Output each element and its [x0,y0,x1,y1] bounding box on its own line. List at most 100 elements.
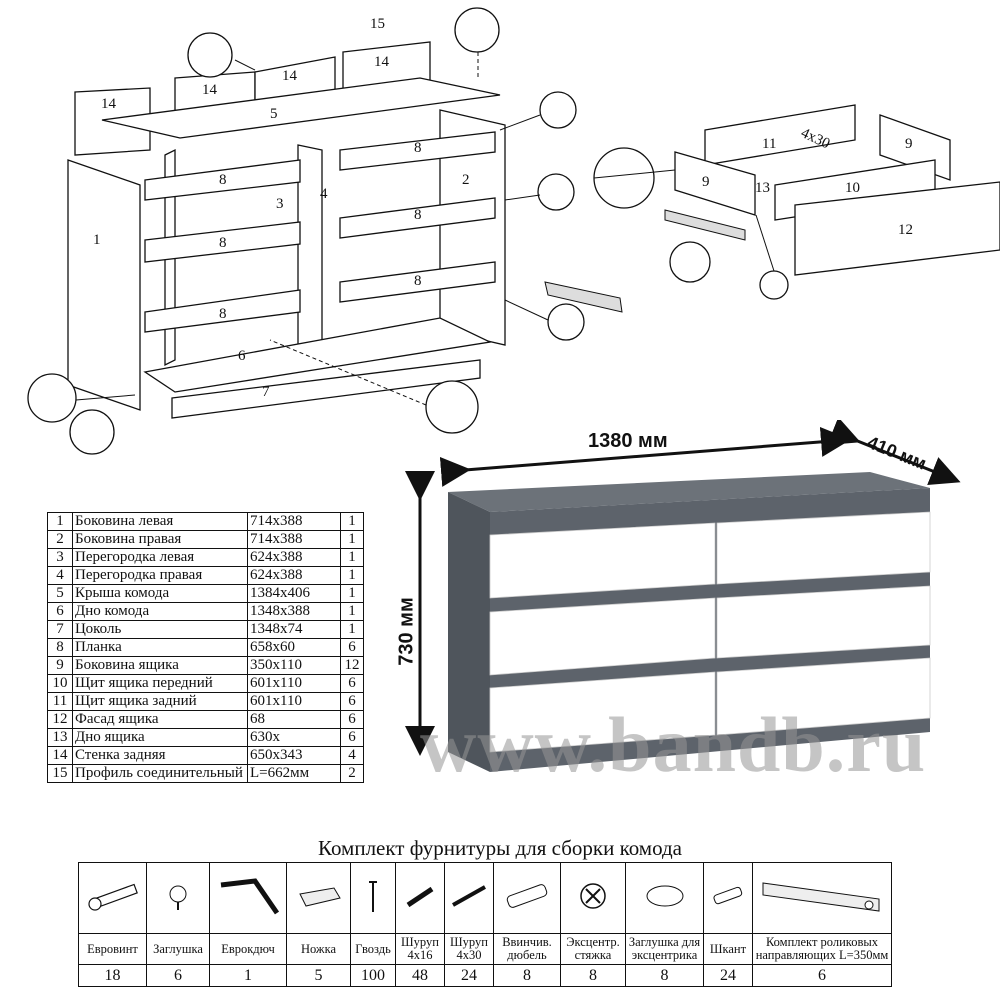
parts-cell-qty: 4 [340,746,364,765]
label-part-14-a: 14 [101,96,117,112]
roller-slide-icon [752,862,892,934]
parts-cell-n: 11 [47,692,73,711]
label-part-14-c: 14 [282,68,298,84]
drawer-front-4 [716,585,931,659]
detail-circle-eurobolt [27,373,77,423]
label-part-13: 13 [755,180,770,196]
label-part-10: 10 [845,180,860,196]
parts-cell-name: Крыша комода [72,584,248,603]
hardware-label: Шуруп 4x30 [444,933,494,965]
label-part-4: 4 [320,186,328,202]
parts-cell-name: Перегородка левая [72,548,248,567]
detail-circle-insert [454,7,500,53]
hardware-label: Заглушка для эксцентрика [625,933,704,965]
hardware-label: Гвоздь [350,933,396,965]
eurobolt-icon [78,862,147,934]
slat-1 [144,159,301,201]
watermark: www.bandb.ru [420,701,927,788]
label-part-3: 3 [276,196,284,212]
parts-cell-size: 1384x406 [247,584,341,603]
hardware-label: Евровинт [78,933,147,965]
top-panel [101,77,501,139]
parts-cell-qty: 1 [340,602,364,621]
parts-cell-qty: 6 [340,638,364,657]
hardware-count: 24 [703,964,753,987]
slat-3 [144,289,301,333]
hardware-label: Заглушка [146,933,210,965]
detail-circle-drawer-nail [669,241,711,283]
plinth-panel [171,359,481,419]
cap-icon [146,862,210,934]
slat-5 [339,197,496,239]
detail-circle-pin [537,173,575,211]
parts-cell-n: 9 [47,656,73,675]
parts-cell-name: Щит ящика задний [72,692,248,711]
hardware-label: Шкант [703,933,753,965]
drawer-back [704,104,856,166]
label-part-2: 2 [462,172,470,188]
hex-key-icon [209,862,287,934]
parts-cell-size: 350x110 [247,656,341,675]
parts-cell-qty: 1 [340,530,364,549]
parts-cell-size: 714x388 [247,512,341,531]
parts-cell-n: 13 [47,728,73,747]
parts-cell-qty: 6 [340,674,364,693]
label-part-14-d: 14 [374,54,390,70]
parts-cell-size: 624x388 [247,566,341,585]
parts-cell-name: Щит ящика передний [72,674,248,693]
hardware-label: Ввинчив. дюбель [493,933,561,965]
detail-circle-screw [547,303,585,341]
parts-cell-size: 714x388 [247,530,341,549]
hardware-label: Шуруп 4x16 [395,933,445,965]
parts-cell-n: 1 [47,512,73,531]
slat-2 [144,221,301,263]
label-part-14-b: 14 [202,82,218,98]
parts-cell-name: Боковина ящика [72,656,248,675]
parts-cell-qty: 1 [340,566,364,585]
height-dimension: 730 мм [395,597,418,666]
parts-cell-name: Стенка задняя [72,746,248,765]
parts-cell-n: 7 [47,620,73,639]
foot-icon [286,862,351,934]
side-left-panel [67,159,141,411]
label-part-5: 5 [270,106,278,122]
drawer-front-1 [489,522,716,599]
hardware-count: 6 [146,964,210,987]
detail-circle-cam [539,91,577,129]
hardware-count: 8 [493,964,561,987]
screw-4x30-icon [444,862,494,934]
drawer-front-3 [489,597,716,676]
width-dimension: 1380 мм [588,430,668,452]
parts-cell-n: 12 [47,710,73,729]
parts-cell-size: L=662мм [247,764,341,783]
hardware-count: 8 [560,964,626,987]
parts-cell-qty: 12 [340,656,364,675]
nail-icon [350,862,396,934]
slat-4 [339,131,496,171]
screw-4x16-icon [395,862,445,934]
hardware-count: 24 [444,964,494,987]
label-part-11: 11 [762,136,776,152]
parts-cell-size: 658x60 [247,638,341,657]
parts-cell-name: Дно ящика [72,728,248,747]
parts-cell-size: 650x343 [247,746,341,765]
label-part-8-f: 8 [414,273,422,289]
detail-circle-drawer-pin [759,270,789,300]
parts-cell-name: Профиль соединительный [72,764,248,783]
drawer-front-6 [716,657,931,736]
parts-cell-qty: 1 [340,548,364,567]
cam-lock-icon [560,862,626,934]
parts-cell-qty: 6 [340,710,364,729]
parts-cell-name: Перегородка правая [72,566,248,585]
hardware-title: Комплект фурнитуры для сборки комода [317,836,682,860]
